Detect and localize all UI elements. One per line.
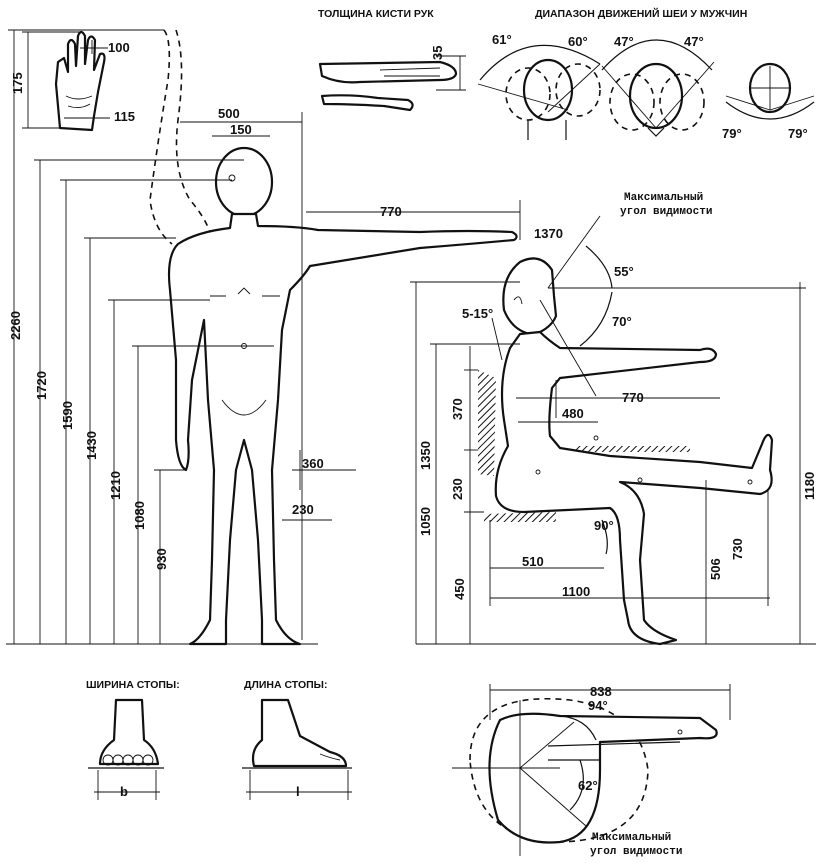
neck-tilt-left-label: 61° [492, 32, 512, 47]
standing-reach-770-label: 770 [380, 204, 402, 219]
seated-1100-label: 1100 [562, 584, 590, 599]
standing-500-label: 500 [218, 106, 240, 121]
hand-palm-label: 115 [114, 109, 135, 124]
seated-450-label: 450 [452, 578, 467, 600]
seated-1050-label: 1050 [418, 507, 433, 536]
standing-1210-label: 1210 [108, 471, 123, 500]
top-view [452, 684, 731, 856]
standing-360-label: 360 [302, 456, 324, 471]
hand-thickness-label: 35 [430, 46, 445, 60]
hand-thickness-sketch [318, 55, 466, 112]
neck-bend-right-label: 79° [788, 126, 808, 141]
hand-dimensions [22, 31, 110, 129]
seated-angle-90-label: 90° [594, 518, 614, 533]
standing-1720-label: 1720 [34, 371, 49, 400]
top-view-838-label: 838 [590, 684, 612, 699]
seated-506-label: 506 [708, 558, 723, 580]
seated-230-label: 230 [450, 478, 465, 500]
hand-outline [54, 30, 106, 132]
heading-foot-length: ДЛИНА СТОПЫ: [244, 679, 327, 691]
seated-max-view-note-1: Максимальный [624, 192, 703, 204]
foot-length-sketch [242, 698, 352, 800]
seated-reach-770-label: 770 [622, 390, 644, 405]
standing-1080-label: 1080 [132, 501, 147, 530]
standing-figure [167, 146, 518, 646]
seat-backrest [478, 370, 690, 522]
raised-arm-outline [149, 29, 211, 245]
top-view-angle-62-label: 62° [578, 778, 598, 793]
foot-length-symbol: l [296, 784, 300, 799]
seated-1180-label: 1180 [802, 472, 817, 500]
seated-510-label: 510 [522, 554, 544, 569]
neck-top-view [601, 39, 715, 137]
standing-150-label: 150 [230, 122, 252, 137]
top-view-max-view-note-2: угол видимости [590, 846, 682, 858]
neck-tilt-right-label: 60° [568, 34, 588, 49]
seated-figure [494, 257, 774, 646]
seated-1350-label: 1350 [418, 441, 433, 470]
seated-tilt-label: 5-15° [462, 306, 493, 321]
neck-bend-left-label: 79° [722, 126, 742, 141]
seated-dimensions [410, 215, 816, 645]
standing-930-label: 930 [154, 548, 169, 570]
hand-height-label: 175 [10, 72, 25, 94]
heading-foot-width: ШИРИНА СТОПЫ: [86, 679, 180, 691]
seated-angle-55-label: 55° [614, 264, 634, 279]
top-view-angle-94-label: 94° [588, 698, 608, 713]
foot-width-symbol: b [120, 784, 128, 799]
seated-370-label: 370 [450, 398, 465, 420]
standing-1430-label: 1430 [84, 431, 99, 460]
seated-480-label: 480 [562, 406, 584, 421]
standing-dimensions [6, 29, 521, 645]
neck-turn-right-label: 47° [684, 34, 704, 49]
standing-230-label: 230 [292, 502, 314, 517]
seated-max-view-note-2: угол видимости [620, 206, 712, 218]
standing-1590-label: 1590 [60, 401, 75, 430]
hand-width-label: 100 [108, 40, 130, 55]
neck-side-view [477, 44, 601, 140]
standing-2260-label: 2260 [8, 311, 23, 340]
seated-angle-70-label: 70° [612, 314, 632, 329]
neck-turn-left-label: 47° [614, 34, 634, 49]
neck-front-view [725, 62, 815, 120]
seated-730-label: 730 [730, 538, 745, 560]
standing-1370-label: 1370 [534, 226, 563, 241]
heading-neck-range: ДИАПАЗОН ДВИЖЕНИЙ ШЕИ У МУЖЧИН [535, 7, 747, 20]
top-view-max-view-note-1: Максимальный [592, 832, 671, 844]
heading-hand-thickness: ТОЛЩИНА КИСТИ РУК [318, 8, 434, 20]
foot-width-sketch [88, 698, 164, 800]
